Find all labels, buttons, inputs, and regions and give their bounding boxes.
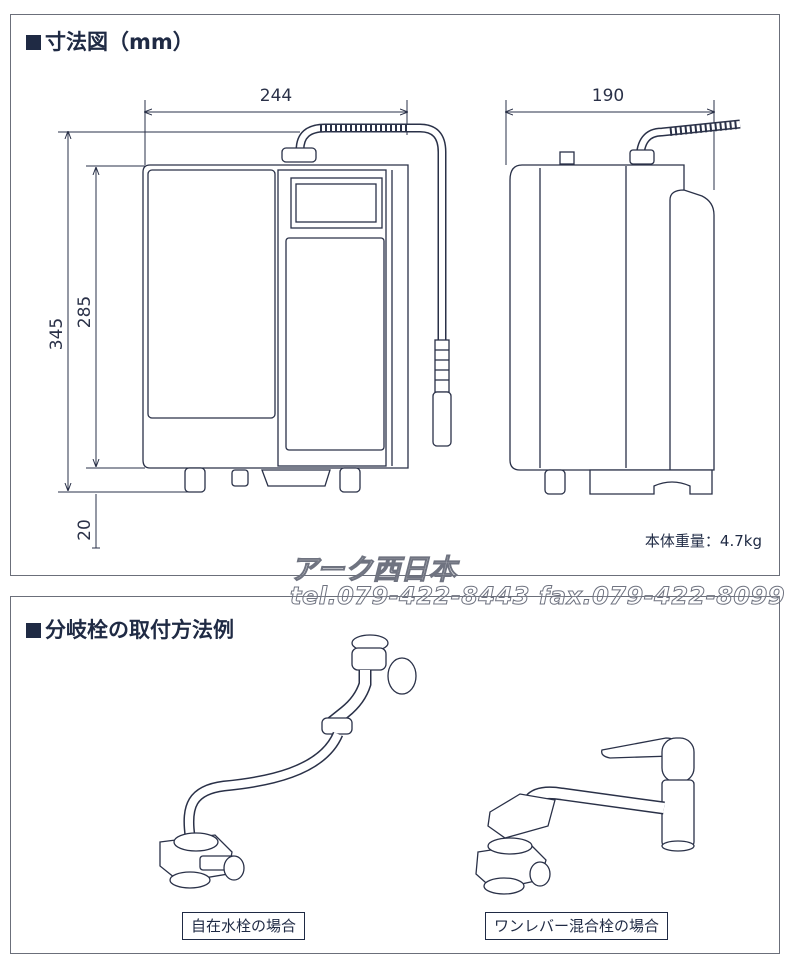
branch-heading-text: 分岐栓の取付方法例 <box>45 618 234 642</box>
dim-height-feet: 20 <box>75 519 95 541</box>
dimension-heading: 寸法図（mm） <box>26 26 194 56</box>
watermark-contact: tel.079-422-8443 fax.079-422-8099 <box>289 582 786 611</box>
caption-swivel-faucet: 自在水栓の場合 <box>182 912 306 940</box>
branch-heading: 分岐栓の取付方法例 <box>26 614 234 644</box>
dimension-heading-text: 寸法図（mm） <box>45 30 194 54</box>
dim-width-front: 244 <box>260 86 292 106</box>
branch-faucet-panel <box>10 596 780 954</box>
side-view-unit <box>509 119 741 495</box>
front-view-unit <box>142 123 452 493</box>
square-bullet-icon <box>26 35 41 50</box>
dim-height-body: 285 <box>75 296 95 328</box>
swivel-faucet-illustration <box>159 634 417 889</box>
dimension-lines <box>58 100 714 549</box>
single-lever-faucet-illustration <box>475 737 695 895</box>
dim-height-total: 345 <box>47 318 67 350</box>
watermark-company: アーク西日本 <box>289 553 457 587</box>
square-bullet-icon <box>26 623 41 638</box>
unit-weight-label: 本体重量：4.7kg <box>644 532 762 550</box>
caption-single-lever-faucet: ワンレバー混合栓の場合 <box>485 912 669 940</box>
dim-width-side: 190 <box>592 86 624 106</box>
